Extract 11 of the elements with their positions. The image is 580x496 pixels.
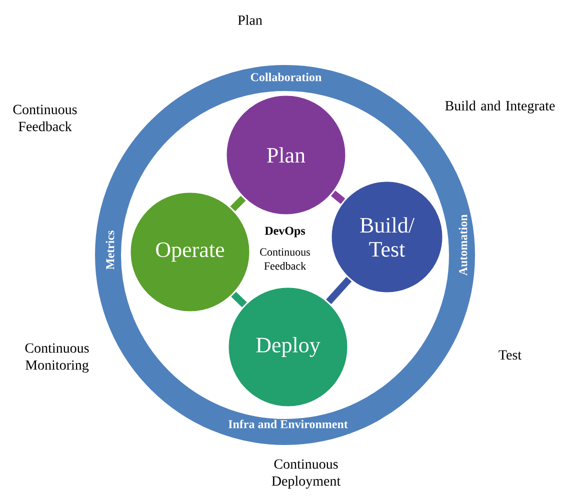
phase-label: Continuous Feedback xyxy=(13,104,77,132)
connector-bar xyxy=(230,196,246,212)
center-subtitle: Continuous Feedback xyxy=(260,248,310,270)
connector-bar xyxy=(231,292,247,308)
phase-label: Continuous Monitoring xyxy=(25,343,89,373)
center-title: DevOps xyxy=(264,226,306,238)
phase-label: Test xyxy=(498,350,522,360)
connector-bar xyxy=(330,190,346,204)
phase-label: Plan xyxy=(238,15,262,25)
phase-label: Continuous Deployment xyxy=(272,459,341,489)
connector-bar xyxy=(326,276,352,304)
